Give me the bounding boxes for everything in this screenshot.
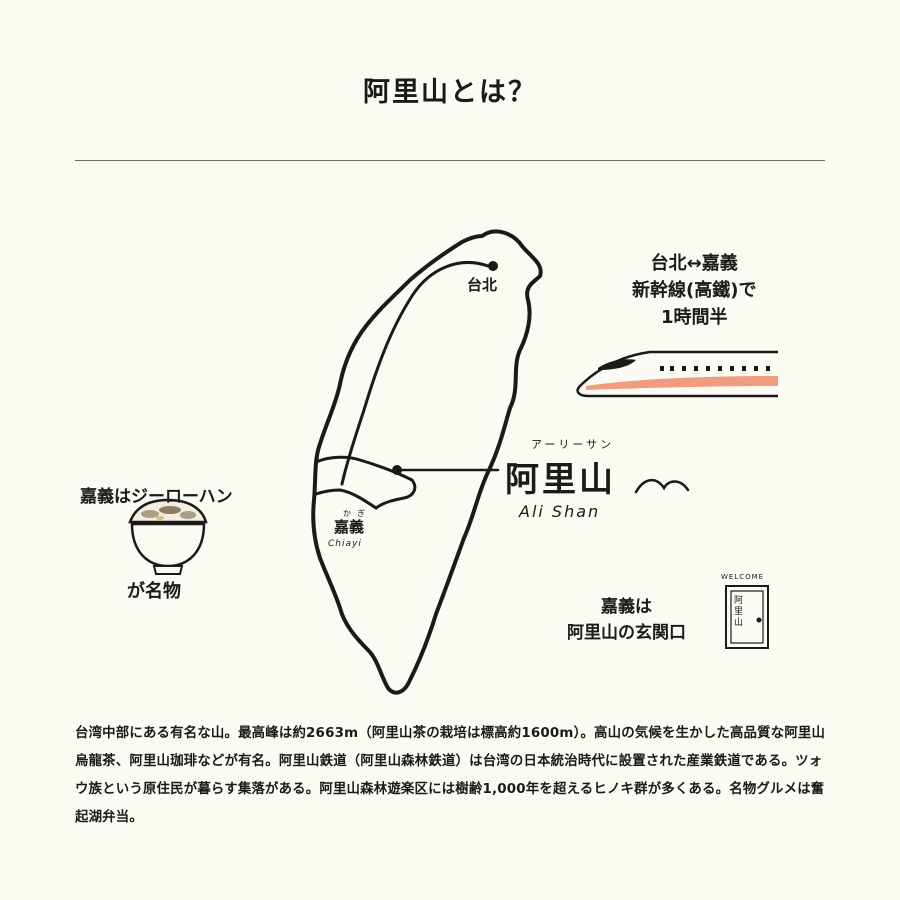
title-divider — [75, 160, 825, 161]
mountain-icon — [634, 479, 690, 494]
alishan-english-label: Ali Shan — [519, 502, 601, 521]
taipei-label: 台北 — [467, 276, 498, 294]
route-note-line1: 台北↔嘉義 — [650, 253, 738, 274]
chiayi-label: 嘉義 — [334, 518, 365, 536]
chiayi-ruby: かぎ — [343, 509, 371, 518]
alishan-ruby: アーリーサン — [531, 438, 615, 451]
chiayi-english-label: Chiayi — [328, 539, 362, 549]
welcome-text: WELCOME — [721, 573, 765, 581]
description-paragraph: 台湾中部にある有名な山。最高峰は約2663m（阿里山茶の栽培は標高約1600m）… — [75, 726, 826, 825]
gate-caption: 嘉義は 阿里山の玄関口 — [567, 594, 686, 646]
welcome-sign-icon — [725, 585, 769, 649]
route-note-line3: 1時間半 — [660, 307, 728, 328]
rice-caption-line2: が名物 — [127, 581, 181, 602]
gate-caption-line2: 阿里山の玄関口 — [567, 623, 686, 643]
rice-bowl-icon — [128, 498, 208, 575]
route-note-line2: 新幹線(高鐵)で — [632, 280, 757, 301]
route-note: 台北↔嘉義 新幹線(高鐵)で 1時間半 — [632, 250, 756, 331]
taipei-marker — [488, 261, 498, 271]
alishan-marker — [392, 465, 402, 475]
sign-text: 阿里山 — [734, 596, 744, 628]
gate-caption-line1: 嘉義は — [601, 597, 652, 617]
taiwan-outline — [311, 229, 543, 695]
alishan-label: 阿里山 — [505, 460, 616, 500]
route-line — [340, 261, 490, 486]
train-icon — [576, 350, 778, 398]
rice-caption-line1: 嘉義はジーローハン — [80, 487, 233, 507]
page-title: 阿里山とは？ — [363, 77, 537, 108]
county-border — [314, 455, 417, 510]
